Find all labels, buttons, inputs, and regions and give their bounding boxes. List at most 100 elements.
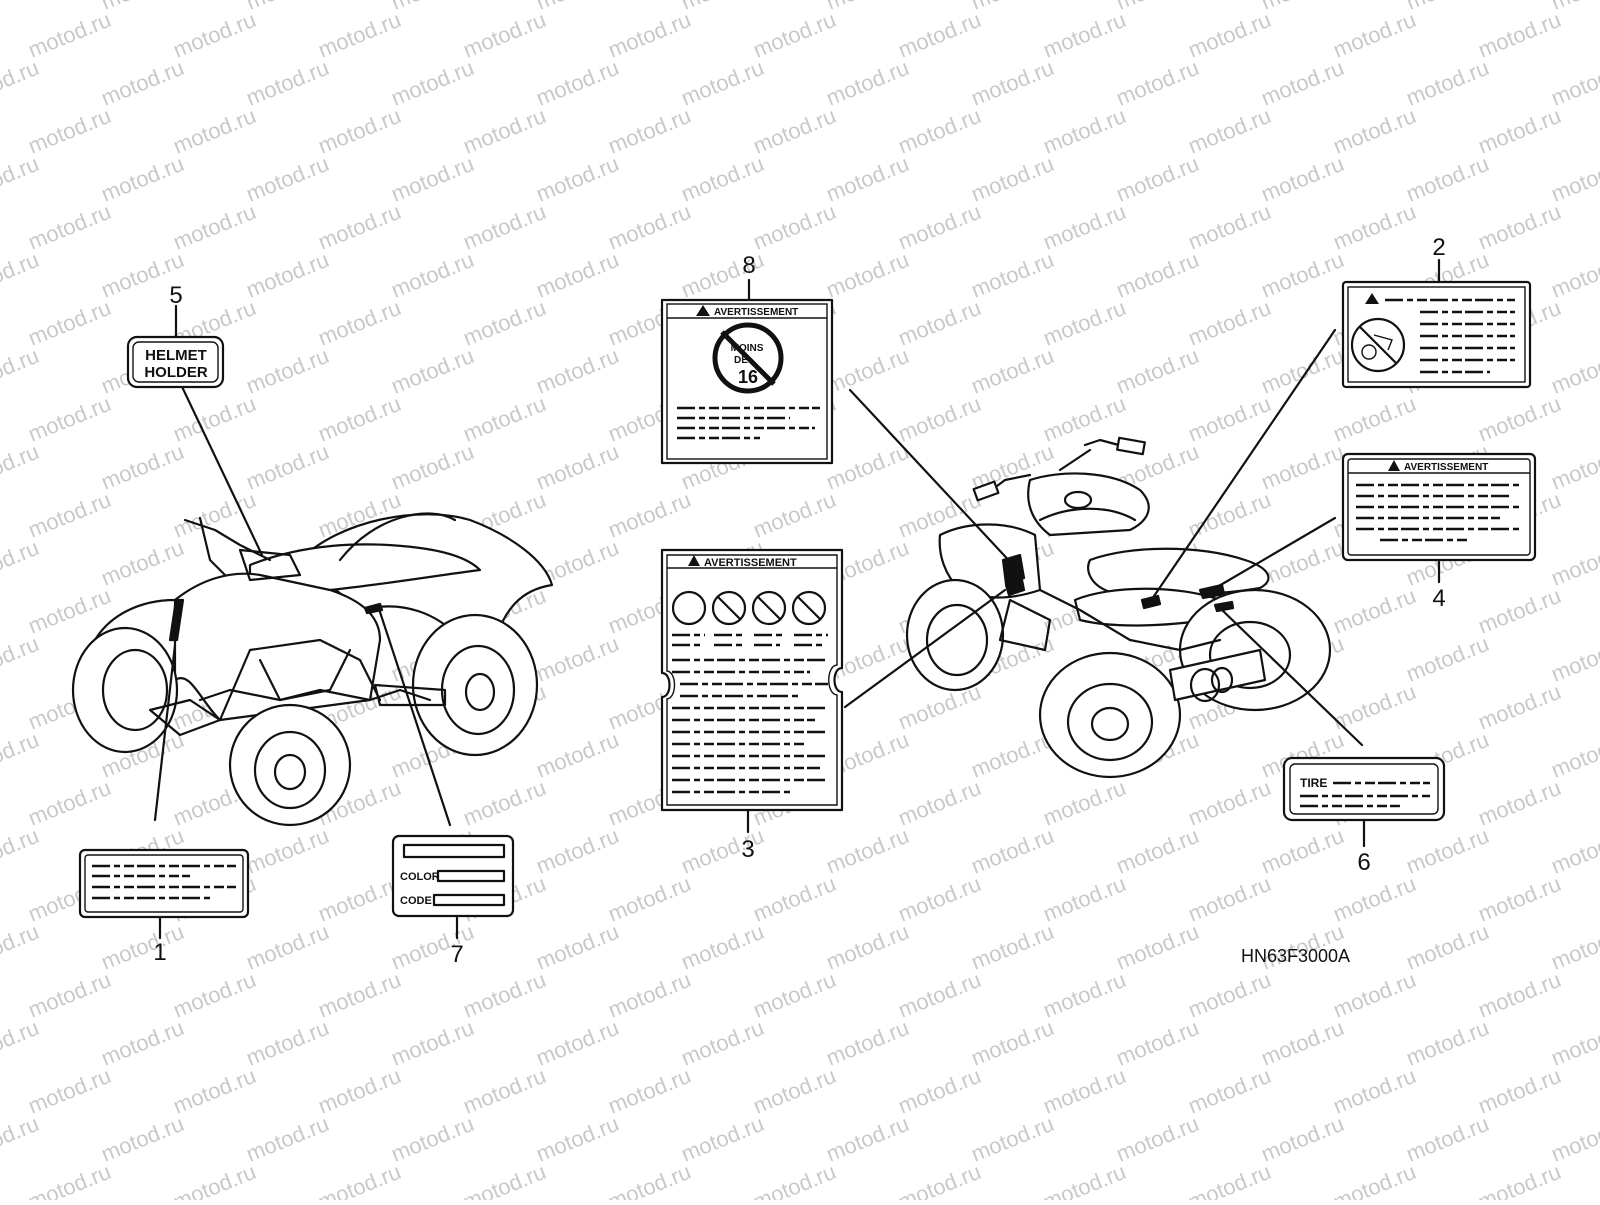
watermark-text: motod.ru: [1040, 775, 1130, 831]
watermark-text: motod.ru: [1040, 967, 1130, 1023]
watermark-text: motod.ru: [533, 151, 623, 207]
label-1-plate: [78, 848, 250, 919]
watermark-text: motod.ru: [98, 1111, 188, 1167]
watermark-text: motod.ru: [0, 1015, 42, 1071]
watermark-text: motod.ru: [678, 1015, 768, 1071]
watermark-text: motod.ru: [750, 1063, 840, 1119]
watermark-text: motod.ru: [1548, 1111, 1600, 1167]
watermark-text: motod.ru: [1040, 7, 1130, 63]
watermark-text: motod.ru: [1403, 55, 1493, 111]
watermark-text: motod.ru: [1040, 103, 1130, 159]
watermark-text: motod.ru: [1258, 0, 1348, 15]
watermark-text: motod.ru: [1185, 295, 1275, 351]
watermark-text: motod.ru: [1258, 55, 1348, 111]
watermark-text: motod.ru: [25, 1159, 115, 1200]
watermark-text: motod.ru: [0, 631, 42, 687]
watermark-text: motod.ru: [895, 199, 985, 255]
watermark-text: motod.ru: [678, 151, 768, 207]
watermark-text: motod.ru: [678, 919, 768, 975]
watermark-text: motod.ru: [823, 343, 913, 399]
watermark-text: motod.ru: [823, 823, 913, 879]
watermark-text: motod.ru: [1475, 775, 1565, 831]
watermark-text: motod.ru: [1475, 967, 1565, 1023]
watermark-text: motod.ru: [388, 439, 478, 495]
watermark-text: motod.ru: [750, 199, 840, 255]
watermark-text: motod.ru: [1403, 823, 1493, 879]
watermark-text: motod.ru: [1330, 871, 1420, 927]
watermark-text: motod.ru: [533, 919, 623, 975]
watermark-text: motod.ru: [243, 823, 333, 879]
watermark-text: motod.ru: [0, 1111, 42, 1167]
watermark-text: motod.ru: [823, 919, 913, 975]
watermark-text: motod.ru: [605, 199, 695, 255]
age-warning-mid: DE: [734, 355, 748, 366]
watermark-text: motod.ru: [1330, 391, 1420, 447]
watermark-text: motod.ru: [0, 55, 42, 111]
watermark-text: motod.ru: [1113, 1015, 1203, 1071]
watermark-text: motod.ru: [1548, 55, 1600, 111]
age-warning-top: MOINS: [731, 343, 764, 354]
watermark-text: motod.ru: [1475, 1063, 1565, 1119]
watermark-text: motod.ru: [605, 1063, 695, 1119]
helmet-label-line1: HELMET: [145, 347, 207, 364]
watermark-text: motod.ru: [533, 55, 623, 111]
callout-4: 4: [1432, 585, 1445, 612]
watermark-text: motod.ru: [460, 1159, 550, 1200]
label-secondary-warning: AVERTISSEMENT: [1341, 452, 1537, 562]
watermark-text: motod.ru: [1548, 631, 1600, 687]
watermark-text: motod.ru: [243, 55, 333, 111]
watermark-text: motod.ru: [170, 391, 260, 447]
watermark-text: motod.ru: [678, 0, 768, 15]
watermark-text: motod.ru: [1040, 1063, 1130, 1119]
watermark-text: motod.ru: [533, 247, 623, 303]
watermark-text: motod.ru: [1548, 1015, 1600, 1071]
watermark-text: motod.ru: [1185, 103, 1275, 159]
watermark-text: motod.ru: [460, 967, 550, 1023]
watermark-text: motod.ru: [605, 7, 695, 63]
watermark-text: motod.ru: [1258, 439, 1348, 495]
watermark-text: motod.ru: [1403, 1015, 1493, 1071]
watermark-text: motod.ru: [895, 871, 985, 927]
watermark-text: motod.ru: [1475, 391, 1565, 447]
watermark-text: motod.ru: [1548, 439, 1600, 495]
watermark-text: motod.ru: [1258, 247, 1348, 303]
watermark-text: motod.ru: [1185, 7, 1275, 63]
watermark-text: motod.ru: [823, 151, 913, 207]
watermark-text: motod.ru: [0, 727, 42, 783]
watermark-text: motod.ru: [1475, 1159, 1565, 1200]
watermark-text: motod.ru: [315, 871, 405, 927]
watermark-text: motod.ru: [315, 1159, 405, 1200]
watermark-text: motod.ru: [968, 55, 1058, 111]
watermark-text: motod.ru: [98, 0, 188, 15]
watermark-text: motod.ru: [243, 247, 333, 303]
atv-left-illustration: [71, 512, 554, 827]
watermark-text: motod.ru: [533, 439, 623, 495]
watermark-text: motod.ru: [1185, 967, 1275, 1023]
watermark-text: motod.ru: [533, 1111, 623, 1167]
watermark-text: motod.ru: [823, 1015, 913, 1071]
watermark-text: motod.ru: [605, 871, 695, 927]
watermark-text: motod.ru: [1113, 919, 1203, 975]
watermark-text: motod.ru: [1475, 7, 1565, 63]
callout-ticks: [158, 258, 1441, 940]
callout-numbers: 5 1 7 8 3 2 4 6: [153, 234, 1445, 968]
warning-triangle-icon: [696, 305, 710, 316]
watermark-text: motod.ru: [315, 103, 405, 159]
watermark-text: motod.ru: [25, 199, 115, 255]
watermark-text: motod.ru: [460, 199, 550, 255]
watermark-text: motod.ru: [1548, 247, 1600, 303]
watermark-text: motod.ru: [315, 7, 405, 63]
callout-5: 5: [169, 282, 182, 309]
watermark-text: motod.ru: [678, 1111, 768, 1167]
watermark-text: motod.ru: [1040, 1159, 1130, 1200]
watermark-text: motod.ru: [533, 1015, 623, 1071]
watermark-text: motod.ru: [460, 775, 550, 831]
watermark-text: motod.ru: [1113, 0, 1203, 15]
main-warning-text-lines: [672, 633, 828, 794]
watermark-text: motod.ru: [605, 103, 695, 159]
callout-3: 3: [741, 836, 754, 863]
watermark-text: motod.ru: [968, 151, 1058, 207]
watermark-text: motod.ru: [1113, 247, 1203, 303]
watermark-text: motod.ru: [823, 439, 913, 495]
